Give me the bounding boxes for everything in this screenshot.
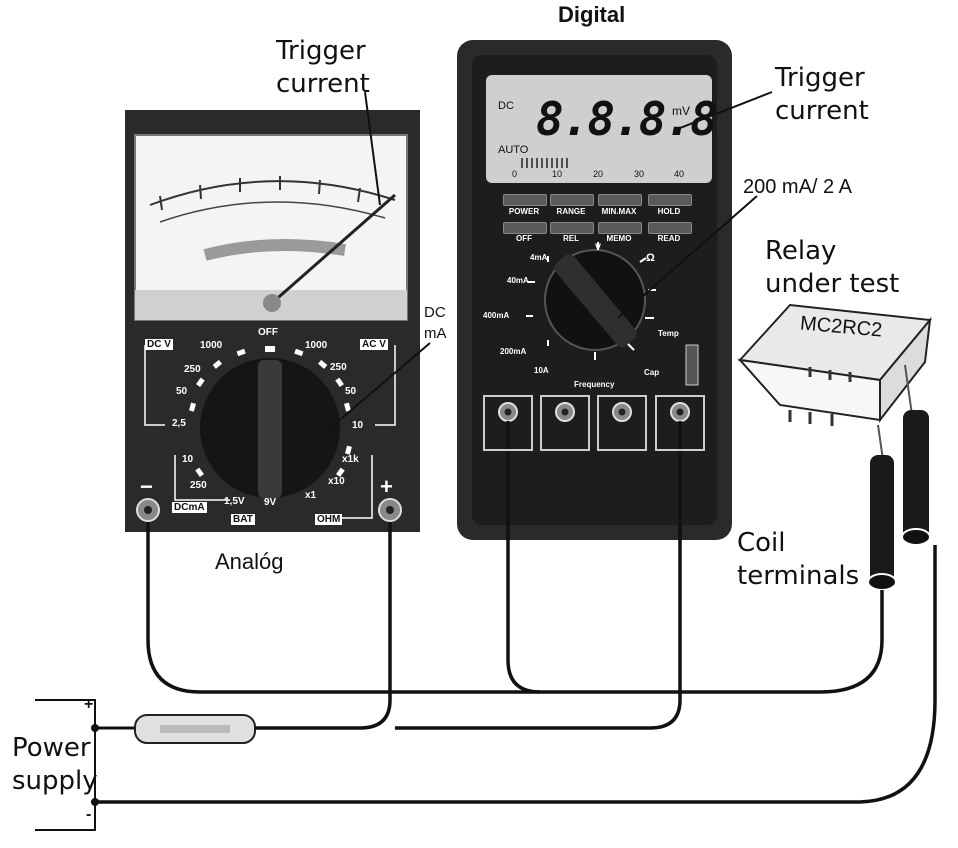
- lcd-dc: DC: [498, 100, 514, 112]
- rel-button-label: REL: [563, 234, 579, 243]
- hold-button[interactable]: [648, 194, 692, 206]
- lcd-readout: 8.8.8.8: [536, 92, 718, 146]
- relay-label-line2: under test: [765, 269, 900, 299]
- dc-ma-label-line1: DC: [424, 304, 446, 321]
- analog-ohm-x10: x10: [328, 476, 345, 487]
- memo-button-label: MEMO: [606, 234, 632, 243]
- off-button-label: OFF: [516, 234, 532, 243]
- dial-cap: Cap: [644, 368, 660, 377]
- analog-bat-9v: 9V: [264, 497, 277, 508]
- digital-title: Digital: [558, 2, 626, 27]
- analog-scale-left-250b: 250: [190, 480, 207, 491]
- minmax-button-label: MIN.MAX: [601, 207, 637, 216]
- digital-jack-1[interactable]: [483, 395, 533, 451]
- analog-acv-label: AC V: [360, 339, 388, 350]
- digital-jack-3[interactable]: [597, 395, 647, 451]
- lcd-tick-10: 10: [552, 169, 563, 179]
- range-button[interactable]: [550, 194, 594, 206]
- read-button[interactable]: [648, 222, 692, 234]
- power-supply-line1: Power: [12, 733, 91, 763]
- minmax-button[interactable]: [598, 194, 642, 206]
- dial-40ma: 40mA: [507, 276, 529, 285]
- digital-multimeter: [457, 40, 732, 540]
- lcd-tick-20: 20: [593, 169, 604, 179]
- relay-under-test: [737, 303, 932, 426]
- range-button-label: RANGE: [556, 207, 586, 216]
- power-button-label: POWER: [508, 207, 540, 216]
- analog-scale-right-50: 50: [345, 386, 357, 397]
- inline-fuse-holder: [95, 714, 256, 744]
- trigger-current-analog-line2: current: [276, 69, 370, 99]
- power-supply-line2: supply: [12, 766, 98, 796]
- ps-plus-sign: +: [84, 696, 94, 713]
- analog-title: Analóg: [215, 549, 284, 574]
- analog-scale-left-2-5: 2,5: [172, 418, 186, 429]
- analog-dcv-label: DC V: [145, 339, 173, 350]
- off-button[interactable]: [503, 222, 547, 234]
- dial-400ma: 400mA: [483, 311, 510, 320]
- analog-scale-right-10: 10: [352, 420, 364, 431]
- trigger-current-digital-line1: Trigger: [775, 63, 865, 93]
- analog-bat-label: BAT: [231, 514, 255, 525]
- analog-off-label: OFF: [258, 327, 278, 338]
- analog-ohm-label: OHM: [315, 514, 343, 525]
- analog-dcma-label: DCmA: [172, 502, 207, 513]
- wiring: [95, 421, 937, 804]
- range-label-200ma-2a: 200 mA/ 2 A: [743, 176, 852, 198]
- dial-frequency: Frequency: [574, 380, 615, 389]
- dial-4ma: 4mA: [530, 253, 548, 262]
- coil-terminals-line2: terminals: [737, 561, 860, 591]
- coil-terminals-line1: Coil: [737, 528, 786, 558]
- dial-ohm: Ω: [646, 252, 655, 264]
- trigger-current-digital-line2: current: [775, 96, 869, 126]
- lcd-unit: mV: [672, 104, 690, 118]
- analog-scale-right-1000: 1000: [305, 340, 328, 351]
- analog-multimeter: [125, 110, 420, 532]
- dial-v: V: [595, 242, 602, 252]
- analog-scale-left-250: 250: [184, 364, 201, 375]
- digital-jack-2[interactable]: [540, 395, 590, 451]
- analog-plus-sign: +: [380, 474, 393, 499]
- lcd-tick-40: 40: [674, 169, 685, 179]
- lcd-tick-30: 30: [634, 169, 645, 179]
- digital-jack-4[interactable]: [655, 395, 705, 451]
- probe-coil-1: [867, 424, 897, 591]
- ps-minus-sign: -: [86, 806, 92, 823]
- rel-button[interactable]: [550, 222, 594, 234]
- analog-scale-left-10: 10: [182, 454, 194, 465]
- analog-scale-left-1000: 1000: [200, 340, 223, 351]
- probe-coil-2: [901, 364, 931, 546]
- dc-ma-label-line2: mA: [424, 325, 447, 342]
- power-button[interactable]: [503, 194, 547, 206]
- lcd-tick-0: 0: [512, 169, 518, 179]
- memo-button[interactable]: [598, 222, 642, 234]
- analog-minus-sign: −: [140, 474, 153, 499]
- dial-temp: Temp: [658, 329, 679, 338]
- analog-scale-left-50: 50: [176, 386, 188, 397]
- lcd-auto: AUTO: [498, 144, 529, 156]
- analog-ohm-x1: x1: [305, 490, 317, 501]
- dial-200ma: 200mA: [500, 347, 527, 356]
- trigger-current-analog-line1: Trigger: [276, 36, 366, 66]
- read-button-label: READ: [657, 234, 681, 243]
- relay-label-line1: Relay: [765, 236, 837, 266]
- analog-scale-right-250: 250: [330, 362, 347, 373]
- analog-bat-1-5v: 1,5V: [224, 496, 245, 507]
- power-supply: [35, 699, 99, 831]
- analog-ohm-x1k: x1k: [342, 454, 359, 465]
- leader-lines: [321, 91, 773, 436]
- hold-button-label: HOLD: [657, 207, 681, 216]
- dial-10a: 10A: [534, 366, 549, 375]
